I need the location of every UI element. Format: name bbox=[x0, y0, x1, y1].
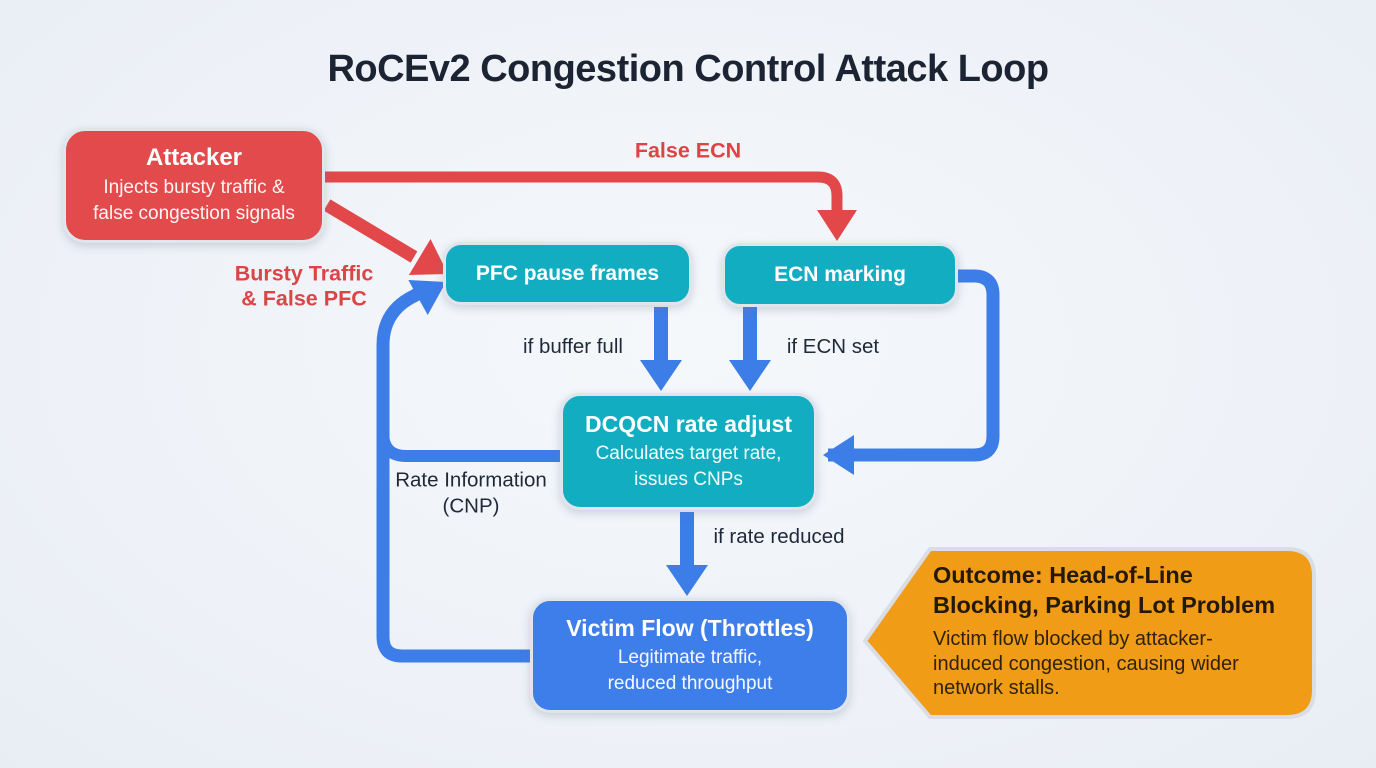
outcome-callout: Outcome: Head-of-Line Blocking, Parking … bbox=[933, 560, 1305, 701]
node-ecn-title: ECN marking bbox=[774, 263, 906, 286]
node-victim-flow: Victim Flow (Throttles) Legitimate traff… bbox=[530, 598, 850, 713]
node-victim-title: Victim Flow (Throttles) bbox=[566, 614, 814, 641]
node-dcqcn-rate-adjust: DCQCN rate adjust Calculates target rate… bbox=[560, 393, 817, 510]
node-victim-subtitle: Legitimate traffic, reduced throughput bbox=[607, 646, 773, 694]
node-pfc-title: PFC pause frames bbox=[475, 261, 660, 285]
label-bursty-traffic: Bursty Traffic & False PFC bbox=[234, 261, 374, 310]
edge-false-ecn bbox=[325, 171, 843, 212]
label-false-ecn: False ECN bbox=[634, 138, 742, 163]
edge-cnp-branch bbox=[377, 431, 562, 462]
node-attacker: Attacker Injects bursty traffic & false … bbox=[63, 128, 325, 243]
arrowhead-false-ecn bbox=[817, 210, 857, 241]
node-dcqcn-title: DCQCN rate adjust bbox=[584, 410, 793, 437]
node-pfc-pause-frames: PFC pause frames bbox=[443, 242, 692, 305]
outcome-body: Victim flow blocked by attacker- induced… bbox=[933, 628, 1239, 699]
label-if-ecn-set: if ECN set bbox=[786, 335, 880, 359]
arrowhead-dcqcn-victim bbox=[666, 565, 708, 596]
arrowhead-ecn-dcqcn bbox=[729, 360, 771, 391]
arrowhead-pfc-dcqcn bbox=[640, 360, 682, 391]
edge-bursty-pfc bbox=[323, 199, 418, 263]
page-title: RoCEv2 Congestion Control Attack Loop bbox=[327, 48, 1049, 90]
node-dcqcn-subtitle: Calculates target rate, issues CNPs bbox=[595, 442, 782, 490]
node-attacker-title: Attacker bbox=[145, 144, 243, 172]
label-if-buffer-full: if buffer full bbox=[523, 335, 623, 359]
label-if-rate-reduced: if rate reduced bbox=[713, 525, 845, 549]
outcome-title: Outcome: Head-of-Line Blocking, Parking … bbox=[933, 562, 1276, 618]
label-rate-information-cnp: Rate Information (CNP) bbox=[395, 468, 547, 517]
node-ecn-marking: ECN marking bbox=[722, 243, 958, 307]
node-attacker-subtitle: Injects bursty traffic & false congestio… bbox=[93, 177, 295, 224]
arrowhead-ecn-loop bbox=[823, 435, 854, 475]
